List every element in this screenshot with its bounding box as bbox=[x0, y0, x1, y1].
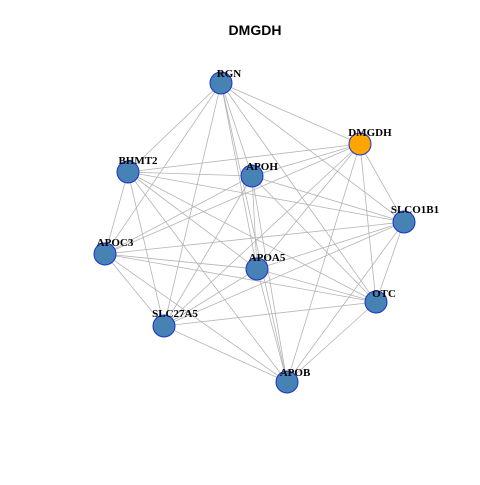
edge-slco1b1-otc bbox=[375, 221, 405, 303]
edge-slco1b1-apob bbox=[286, 221, 405, 383]
edge-apoh-slco1b1 bbox=[251, 175, 405, 223]
edge-apoh-apoc3 bbox=[104, 175, 253, 255]
edge-bhmt2-slco1b1 bbox=[127, 171, 405, 223]
edge-bhmt2-apoc3 bbox=[104, 171, 129, 255]
edge-dmgdh-otc bbox=[359, 143, 377, 303]
node-label-apob: APOB bbox=[280, 367, 311, 379]
node-apoh[interactable] bbox=[240, 164, 264, 188]
edge-rgn-apoc3 bbox=[104, 82, 222, 255]
edge-slco1b1-apoa5 bbox=[256, 221, 405, 270]
edge-bhmt2-apob bbox=[127, 171, 288, 383]
edge-otc-apob bbox=[286, 301, 377, 383]
node-label-slco1b1: SLCO1B1 bbox=[391, 204, 439, 216]
node-dmgdh[interactable] bbox=[348, 132, 372, 156]
edge-apoc3-slc27a5 bbox=[104, 253, 165, 327]
edge-apoc3-apoa5 bbox=[104, 253, 258, 270]
edge-dmgdh-apob bbox=[286, 143, 361, 383]
edge-bhmt2-apoh bbox=[127, 171, 253, 177]
node-label-dmgdh: DMGDH bbox=[348, 127, 392, 139]
edge-apoa5-apob bbox=[256, 268, 288, 383]
edge-bhmt2-apoa5 bbox=[127, 171, 258, 270]
node-slco1b1[interactable] bbox=[392, 210, 416, 234]
node-label-apoh: APOH bbox=[246, 161, 278, 173]
node-apob[interactable] bbox=[275, 370, 299, 394]
graph-title: DMGDH bbox=[229, 22, 282, 38]
edge-rgn-slc27a5 bbox=[163, 82, 222, 327]
nodes-layer bbox=[93, 71, 416, 394]
edge-rgn-slco1b1 bbox=[220, 82, 405, 223]
node-label-bhmt2: BHMT2 bbox=[118, 155, 158, 167]
edge-rgn-otc bbox=[220, 82, 377, 303]
edge-apoh-apob bbox=[251, 175, 288, 383]
edge-dmgdh-apoa5 bbox=[256, 143, 361, 270]
edge-rgn-bhmt2 bbox=[127, 82, 222, 173]
edge-slco1b1-apoc3 bbox=[104, 221, 405, 255]
node-label-apoa5: APOA5 bbox=[249, 252, 286, 264]
edge-apoh-slc27a5 bbox=[163, 175, 253, 327]
edge-rgn-apob bbox=[220, 82, 288, 383]
node-otc[interactable] bbox=[364, 290, 388, 314]
edge-bhmt2-otc bbox=[127, 171, 377, 303]
node-apoa5[interactable] bbox=[245, 257, 269, 281]
node-slc27a5[interactable] bbox=[152, 314, 176, 338]
edge-rgn-dmgdh bbox=[220, 82, 361, 145]
node-bhmt2[interactable] bbox=[116, 160, 140, 184]
edge-apoc3-otc bbox=[104, 253, 377, 303]
edge-apoh-apoa5 bbox=[251, 175, 258, 270]
edge-dmgdh-slco1b1 bbox=[359, 143, 405, 223]
node-label-slc27a5: SLC27A5 bbox=[152, 308, 198, 320]
edge-apoa5-otc bbox=[256, 268, 377, 303]
edge-apoc3-apob bbox=[104, 253, 288, 383]
edge-slco1b1-slc27a5 bbox=[163, 221, 405, 327]
edge-rgn-apoh bbox=[220, 82, 253, 177]
edge-dmgdh-apoc3 bbox=[104, 143, 361, 255]
node-rgn[interactable] bbox=[209, 71, 233, 95]
node-label-otc: OTC bbox=[372, 288, 396, 300]
edge-dmgdh-apoh bbox=[251, 143, 361, 177]
edge-otc-slc27a5 bbox=[163, 301, 377, 327]
edge-apoh-otc bbox=[251, 175, 377, 303]
node-apoc3[interactable] bbox=[93, 242, 117, 266]
edge-slc27a5-apob bbox=[163, 325, 288, 383]
edge-apoa5-slc27a5 bbox=[163, 268, 258, 327]
node-label-apoc3: APOC3 bbox=[97, 237, 134, 249]
node-label-rgn: RGN bbox=[217, 68, 242, 80]
edges-layer bbox=[104, 82, 405, 383]
edge-dmgdh-bhmt2 bbox=[127, 143, 361, 173]
edge-bhmt2-slc27a5 bbox=[127, 171, 165, 327]
